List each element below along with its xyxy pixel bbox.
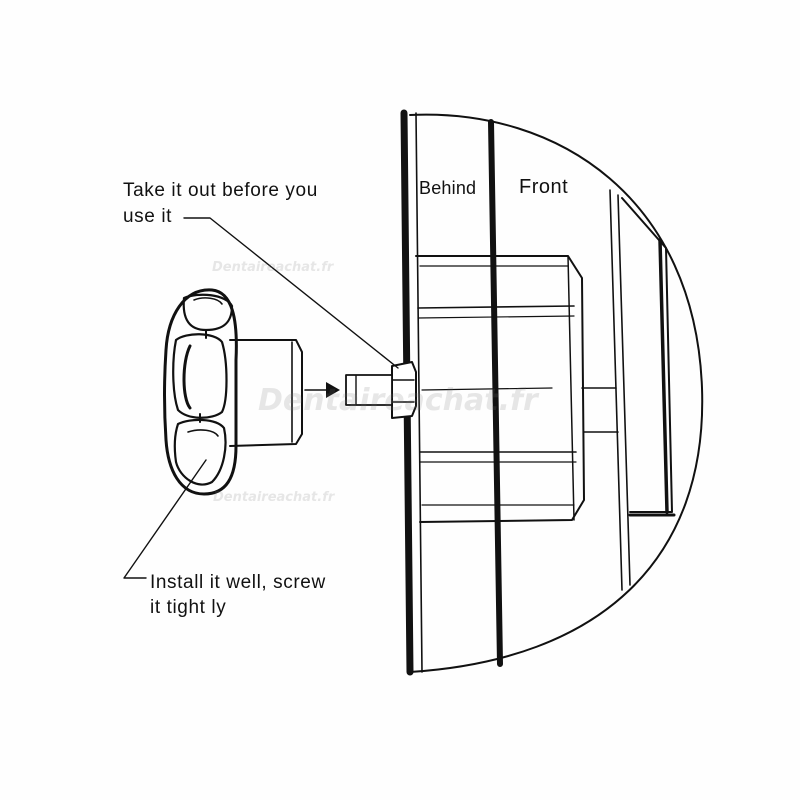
- watermark-small-top: Dentaireachat.fr: [212, 260, 334, 275]
- front-divider: [488, 119, 503, 667]
- locking-knob: [163, 288, 303, 496]
- leader-remove: [183, 217, 399, 369]
- device-housing: [345, 109, 704, 676]
- nut: [391, 361, 417, 419]
- watermark-large: Dentaireachat.fr: [258, 383, 538, 418]
- remove-callout-line-1: Take it out before you: [123, 180, 318, 201]
- install-callout-line-2: it tight ly: [150, 597, 227, 618]
- screw-axis: [421, 387, 553, 391]
- remove-callout-line-2: use it: [123, 206, 173, 227]
- back-plate-inner: [415, 112, 423, 673]
- mount-block: [621, 197, 673, 513]
- knob-outer: [163, 288, 238, 496]
- front-label: Front: [519, 176, 569, 198]
- install-callout-line-1: Install it well, screw: [150, 572, 326, 593]
- direction-arrow: [304, 382, 340, 398]
- watermark-small-bottom: Dentaireachat.fr: [213, 490, 335, 505]
- housing-arc: [409, 113, 704, 673]
- leader-lines: [123, 217, 399, 579]
- mount-block-edge: [658, 238, 669, 514]
- inner-rim-1: [609, 189, 623, 591]
- leader-install: [123, 459, 207, 579]
- stud: [345, 374, 393, 406]
- inner-rim-2: [617, 194, 631, 586]
- behind-label: Behind: [419, 178, 477, 198]
- clamp-body: [415, 255, 585, 523]
